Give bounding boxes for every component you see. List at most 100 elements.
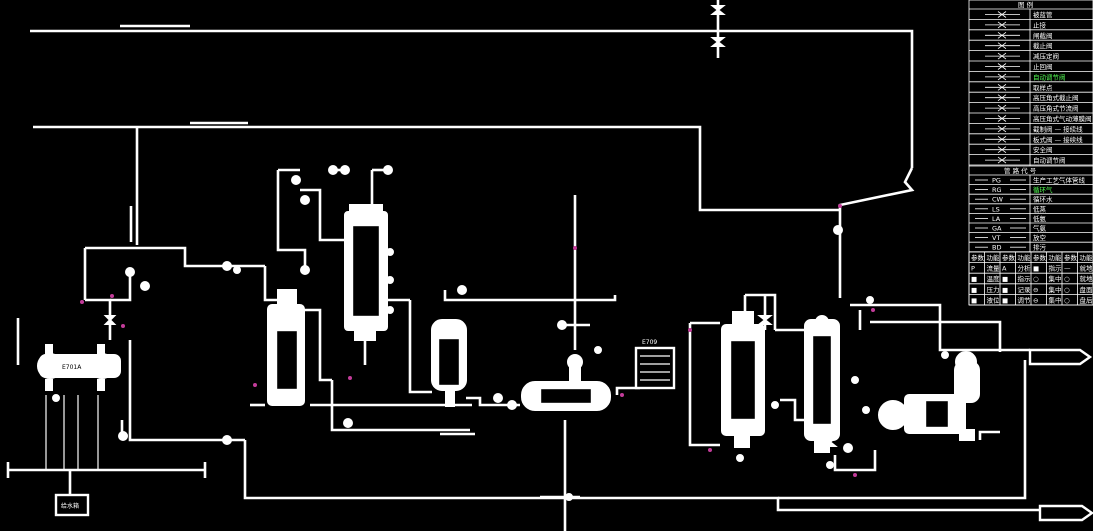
legend-pipe-code: PG <box>992 177 1001 185</box>
legend-instrument-cell: 功能 <box>1018 253 1032 262</box>
legend-instrument-cell: ■ <box>971 275 977 283</box>
legend-symbol-row: 取样点 <box>969 83 1093 93</box>
legend-pipe-name: 生产工艺气体管线 <box>1033 176 1086 185</box>
legend-instrument-cell: 分析 <box>1018 264 1032 273</box>
legend-instrument-row: ■压力■记录⊖集中○盘面 <box>969 285 1093 295</box>
label-e707: E707 <box>733 377 748 384</box>
legend-symbol-row: 减压定阀 <box>969 52 1093 62</box>
column-e703: E703 <box>344 204 388 341</box>
label-e705: E705 <box>442 360 457 367</box>
legend-instrument-cell: 集中 <box>1049 274 1062 283</box>
legend-pipe-name: 放空 <box>1033 233 1047 242</box>
legend-pipe-code: VT <box>992 234 1000 242</box>
legend-pipe-name: 低蒸 <box>1033 204 1047 213</box>
legend-pipe-code: CW <box>992 196 1004 204</box>
legend-instrument-cell: 集中 <box>1049 295 1062 304</box>
legend-instrument-cell: ■ <box>971 286 977 294</box>
legend-symbol-label: 闸截阀 <box>1033 31 1053 40</box>
equipment: E701A 给水箱 E702 E703 E705 <box>37 204 1093 522</box>
legend-instrument-cell: 液位 <box>987 295 1001 304</box>
legend-instrument-cell: ○ <box>1064 286 1070 294</box>
legend-pipe-row: CW 循环水 <box>969 195 1093 205</box>
drum-e708: E708 <box>521 354 611 411</box>
legend-symbol-row: 截制阀 — 接续线 <box>969 124 1093 135</box>
legend-symbol-row: 自动调节阀 <box>969 156 1093 166</box>
label-tank: 给水箱 <box>61 502 79 510</box>
legend-symbol-label: 自动调节阀 <box>1033 72 1066 81</box>
legend-pipe-title: 管 路 代 号 <box>1004 166 1037 175</box>
legend-pipe-code: LS <box>992 205 1000 213</box>
separator-e705: E705 <box>431 319 467 407</box>
legend-symbol-label: 高压角式节流阀 <box>1033 104 1079 113</box>
legend-instrument-cell: ○ <box>1064 296 1070 304</box>
legend-pipe-row: LS 低蒸 <box>969 204 1093 214</box>
legend-symbol-rows: 被蓝管止接闸截阀截止阀减压定阀止回阀自动调节阀取样点高压角式截止阀高压角式节流阀… <box>969 10 1093 166</box>
legend-instrument-cell: 参数 <box>1002 253 1016 262</box>
label-r701: R701 <box>814 365 830 372</box>
legend-instrument-cell: 压力 <box>987 285 1000 294</box>
legend-instrument-cell: 参数 <box>971 253 985 262</box>
legend-instrument-row: ■温度■指示○集中○就地 <box>969 274 1093 285</box>
legend-instrument-cell: 就地 <box>1080 264 1093 273</box>
label-e708: E708 <box>556 394 571 401</box>
legend-instrument-cell: 参数 <box>1033 253 1047 262</box>
pipelines <box>6 0 1040 531</box>
legend-symbol-label: 被蓝管 <box>1033 10 1053 19</box>
legend-instrument-cell: 功能 <box>1049 253 1063 262</box>
legend-pipe-name: 循环水 <box>1033 195 1053 204</box>
legend-symbol-label: 减压定阀 <box>1033 52 1059 61</box>
legend-symbol-row: 截止阀 <box>969 41 1093 51</box>
legend-instrument-cell: 盘后 <box>1080 295 1093 304</box>
legend-instrument-row: 参数功能参数功能参数功能参数功能 <box>968 252 1093 305</box>
legend-pipe-name: 排污 <box>1033 243 1047 252</box>
legend-instrument-cell: A <box>1002 265 1007 273</box>
legend-instrument-cell: 功能 <box>1080 253 1093 262</box>
feed-water-tank: 给水箱 <box>54 493 90 517</box>
legend-instrument-cell: 温度 <box>987 274 1001 283</box>
legend-instrument-cell: 盘面 <box>1080 285 1093 294</box>
legend-panel: 图 例 被蓝管止接闸截阀截止阀减压定阀止回阀自动调节阀取样点高压角式截止阀高压角… <box>968 0 1093 306</box>
legend-instrument-cell: 参数 <box>1064 253 1078 262</box>
label-e709: E709 <box>642 339 657 346</box>
legend-symbol-row: 止回阀 <box>969 62 1093 72</box>
reactor-r701: R701 <box>804 315 840 453</box>
legend-symbol-label: 止接 <box>1033 20 1047 29</box>
second-header-line <box>33 125 702 138</box>
top-header-line <box>30 29 914 168</box>
legend-pipe-code: BD <box>992 244 1001 252</box>
legend-symbol-label: 取样点 <box>1033 83 1053 92</box>
legend-instrument-cell: ■ <box>1033 265 1039 273</box>
legend-symbol-row: 止接 <box>969 20 1093 31</box>
legend-title: 图 例 <box>1018 0 1033 9</box>
legend-instrument-cell: 指示 <box>1049 264 1063 273</box>
legend-symbol-row: 自动调节阀 <box>969 72 1093 83</box>
legend-instrument-cell: 功能 <box>987 253 1001 262</box>
legend-symbol-label: 板式阀 — 接续线 <box>1033 135 1083 144</box>
label-e702: E702 <box>278 355 293 362</box>
legend-symbol-label: 高压角式气动薄膜阀 <box>1033 114 1092 123</box>
legend-instrument-row: ■液位■调节⊖集中○盘后 <box>969 295 1093 306</box>
coil-e709: E709 <box>634 339 676 390</box>
column-e707: E707 <box>721 311 765 448</box>
legend-instrument-cell: ⊖ <box>1033 286 1038 294</box>
legend-instrument-cell: — <box>1064 265 1071 273</box>
label-p701: P701 <box>928 411 943 418</box>
legend-symbol-row: 安全阀 <box>969 145 1093 156</box>
legend-pipe-row: PG 生产工艺气体管线 <box>969 176 1093 186</box>
legend-instrument-cell: 流量 <box>987 264 1001 273</box>
legend-instrument-cell: 就地 <box>1080 274 1093 283</box>
outlet-arrows <box>1028 348 1093 522</box>
legend-symbol-label: 截止阀 <box>1033 41 1053 50</box>
legend-instrument-cell: ■ <box>971 296 977 304</box>
legend-instrument-cell: ■ <box>1002 296 1008 304</box>
legend-instrument-cell: ○ <box>1033 275 1039 283</box>
legend-instrument-cell: ⊖ <box>1033 296 1038 304</box>
legend-pipe-name: 低氨 <box>1033 214 1047 223</box>
legend-instrument-cell: 调节 <box>1018 295 1032 304</box>
